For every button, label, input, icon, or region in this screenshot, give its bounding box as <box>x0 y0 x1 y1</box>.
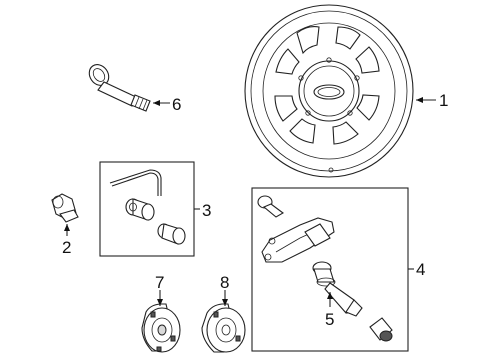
tpms-valve-stem[interactable] <box>312 261 393 342</box>
callout-4: 4 <box>416 260 425 279</box>
callout-5: 5 <box>325 310 334 329</box>
callout-3: 3 <box>202 201 211 220</box>
callout-1: 1 <box>439 91 448 110</box>
callout-8: 8 <box>220 273 229 292</box>
center-cap[interactable] <box>141 303 181 353</box>
center-cap-alt[interactable] <box>201 303 246 353</box>
lug-nut[interactable] <box>51 193 79 223</box>
valve-stem[interactable] <box>85 61 151 112</box>
callout-7: 7 <box>155 273 164 292</box>
wheel-lock-set[interactable] <box>109 169 186 245</box>
tpms-sensor-kit[interactable] <box>257 195 335 263</box>
callout-6: 6 <box>172 95 181 114</box>
callout-2: 2 <box>62 238 71 257</box>
wheel[interactable] <box>244 4 414 178</box>
